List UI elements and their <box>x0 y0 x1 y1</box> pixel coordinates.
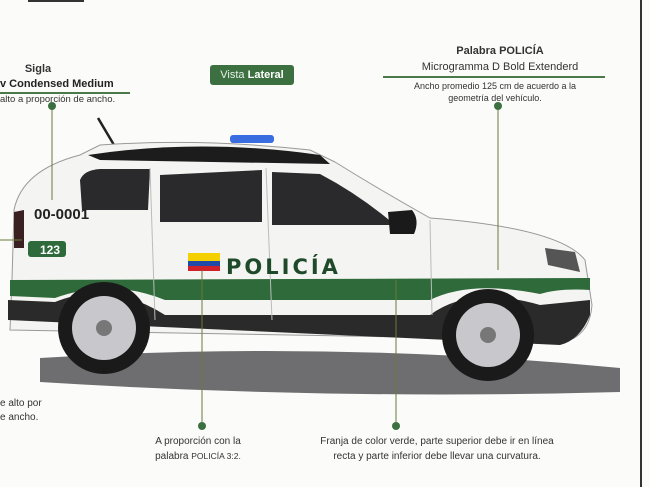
palabra-description: Ancho promedio 125 cm de acuerdo a la ge… <box>413 81 577 103</box>
proportion-line: A proporción con la <box>155 436 241 447</box>
sigla-rule <box>0 92 130 94</box>
page-border <box>640 0 642 487</box>
callout-dot <box>494 102 502 110</box>
flag-red <box>188 266 220 271</box>
antenna <box>96 117 116 146</box>
left-note-line: e alto por <box>0 398 42 409</box>
front-wheel <box>442 289 534 381</box>
door-line <box>149 167 156 321</box>
proportion-prefix: palabra <box>155 451 189 462</box>
rear-wheel <box>58 282 150 374</box>
rear-window <box>80 169 150 210</box>
side-mirror <box>388 210 417 234</box>
vehicle-illustration: 00-0001 123 POLICÍA <box>0 102 620 430</box>
proportion-line: palabra POLICÍA 3:2. <box>140 449 256 464</box>
left-note-line: e ancho. <box>0 412 39 423</box>
palabra-title: Palabra POLICÍA <box>456 45 544 57</box>
flag-blue <box>188 261 220 266</box>
sigla-description: alto a proporción de ancho. <box>0 94 116 105</box>
proportion-word: POLICÍA 3:2. <box>191 451 241 461</box>
headlight <box>545 248 580 272</box>
palabra-font: Microgramma D Bold Extenderd <box>421 61 579 73</box>
callout-dot <box>48 102 56 110</box>
header-rule <box>28 0 84 2</box>
callout-dot <box>392 422 400 430</box>
sigla-title: Sigla <box>24 63 52 75</box>
callout-dot <box>198 422 206 430</box>
stripe-note: Franja de color verde, parte superior de… <box>296 434 578 464</box>
badge-bold: Lateral <box>247 69 284 81</box>
left-note: e alto por e ancho. <box>0 397 42 425</box>
plate-number: 00-0001 <box>34 206 89 223</box>
door-line <box>265 167 273 321</box>
roof-rails <box>88 146 330 164</box>
view-badge: Vista Lateral <box>210 65 294 85</box>
door-line <box>429 219 433 316</box>
proportion-note: A proporción con la palabra POLICÍA 3:2. <box>140 434 256 464</box>
badge-prefix: Vista <box>220 69 245 81</box>
sigla-font: v Condensed Medium <box>0 78 114 90</box>
light-bar <box>230 135 274 143</box>
flag-yellow <box>188 253 220 261</box>
palabra-rule <box>383 76 605 78</box>
door-word: POLICÍA <box>226 254 341 279</box>
phone-badge <box>28 241 66 257</box>
phone-badge-text: 123 <box>40 243 60 257</box>
green-stripe <box>10 278 590 300</box>
stripe-line: Franja de color verde, parte superior de… <box>320 436 554 447</box>
front-door-window <box>272 172 395 225</box>
stripe-line: recta y parte inferior debe llevar una c… <box>333 451 541 462</box>
taillight <box>14 210 24 248</box>
rear-door-window <box>160 170 262 222</box>
